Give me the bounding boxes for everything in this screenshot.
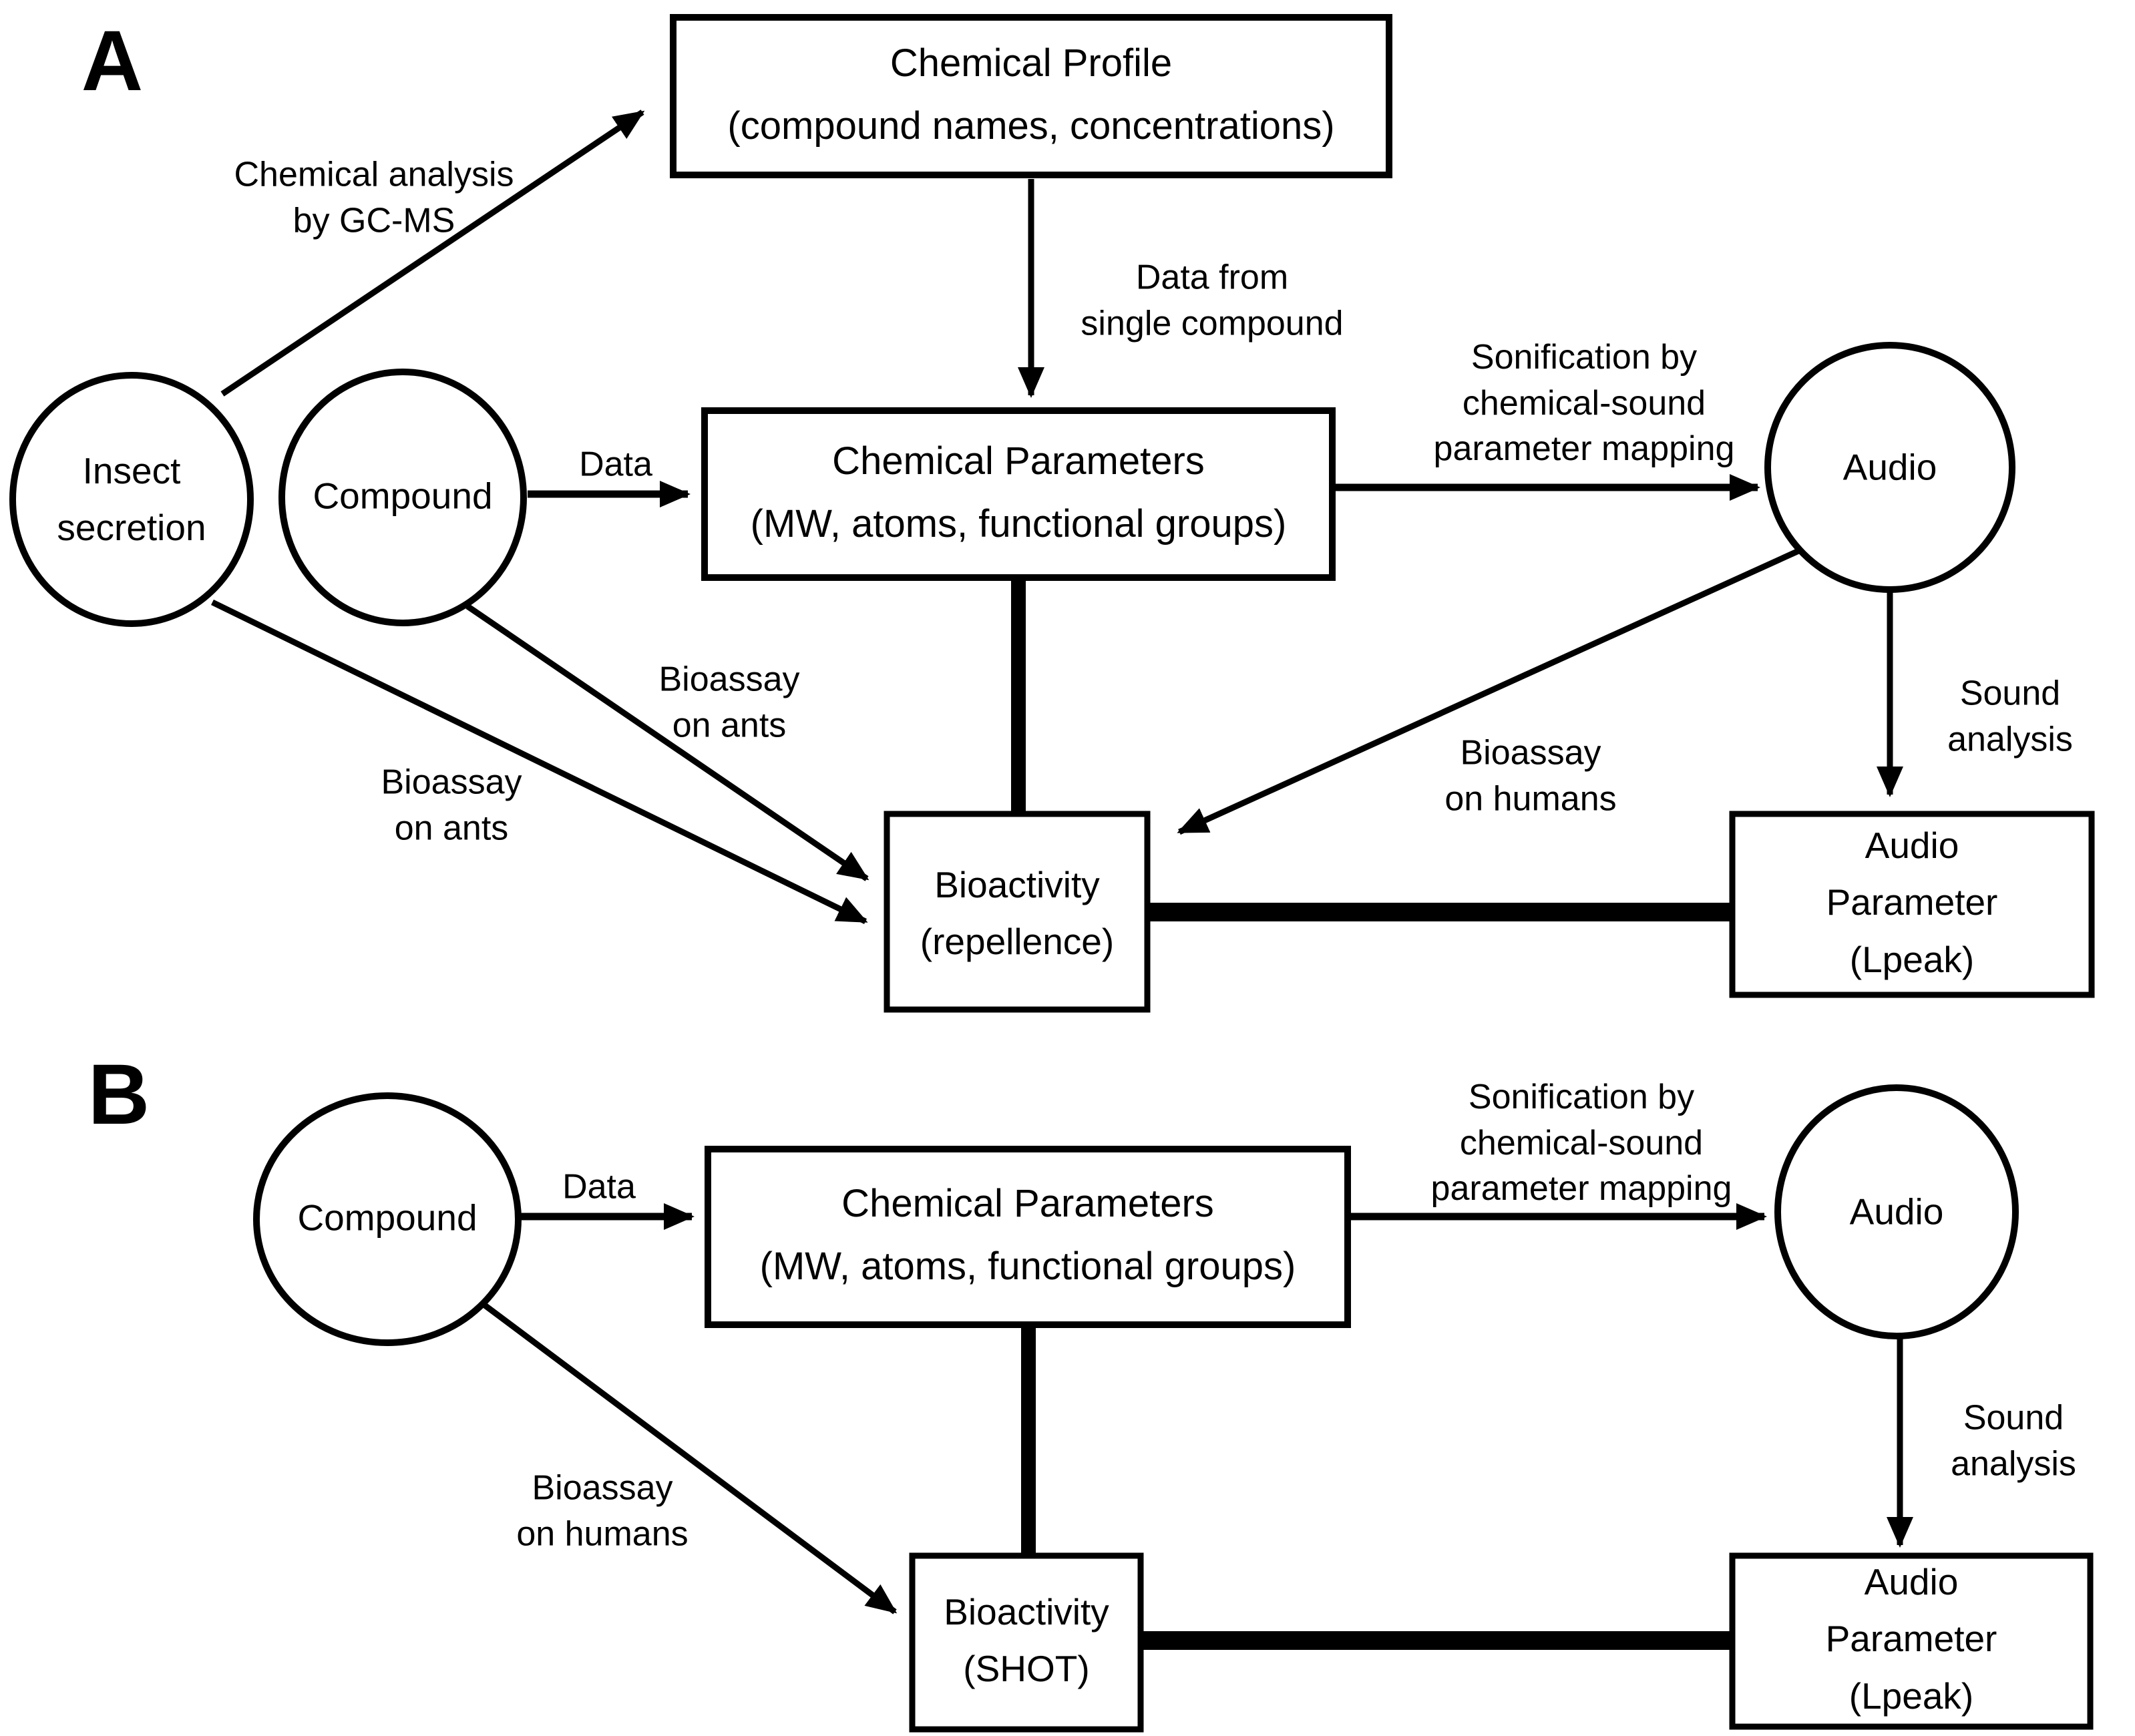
data-label-a: Data	[579, 445, 652, 484]
edge-compound-to-bioactivity-b	[480, 1301, 898, 1614]
panel-b-label: B	[87, 1047, 150, 1142]
edge-audio-to-bioactivity-a	[1177, 546, 1804, 835]
bioactivity-label-a: Bioactivity (repellence)	[920, 863, 1115, 962]
bioassay-on-humans-label-b: Bioassay on humans	[516, 1468, 689, 1553]
data-label-b: Data	[562, 1167, 636, 1207]
audio-parameter-box-b	[1729, 1552, 2094, 1730]
compound-ellipse-a	[278, 369, 527, 626]
edge-secretion-to-bioactivity-a	[211, 599, 868, 925]
bioassay-on-humans-label-a: Bioassay on humans	[1444, 733, 1617, 818]
sonification-label-a: Sonification by chemical-sound parameter…	[1433, 338, 1735, 469]
chemical-parameters-label-a: Chemical Parameters (MW, atoms, function…	[750, 439, 1287, 546]
audio-parameter-label-a: Audio Parameter (Lpeak)	[1826, 825, 1998, 980]
bioactivity-box-b	[909, 1552, 1144, 1733]
bioactivity-box-a	[884, 811, 1151, 1013]
edge-secretion-to-profile-a	[220, 110, 645, 397]
insect-secretion-label-a: Insect secretion	[57, 449, 206, 548]
bioactivity-label-b: Bioactivity (SHOT)	[944, 1590, 1109, 1689]
chemical-profile-label-a: Chemical Profile (compound names, concen…	[727, 41, 1335, 148]
edge-compound-to-bioactivity-a	[465, 604, 869, 881]
sonification-label-b: Sonification by chemical-sound parameter…	[1430, 1078, 1732, 1209]
chemical-parameters-box-b	[705, 1146, 1351, 1328]
chemical-parameters-box-a	[701, 407, 1336, 581]
bioassay-on-ants-label-secretion-a: Bioassay on ants	[381, 763, 522, 847]
insect-secretion-ellipse-a	[9, 372, 254, 627]
audio-label-b: Audio	[1849, 1190, 1944, 1233]
audio-parameter-box-a	[1729, 811, 2095, 998]
sound-analysis-label-b: Sound analysis	[1951, 1398, 2076, 1483]
compound-label-a: Compound	[313, 475, 493, 517]
sound-analysis-label-a: Sound analysis	[1947, 674, 2073, 758]
chemical-profile-box-a	[670, 14, 1392, 178]
compound-label-b: Compound	[297, 1197, 477, 1239]
panel-a-label: A	[81, 13, 144, 109]
audio-parameter-label-b: Audio Parameter (Lpeak)	[1825, 1561, 1997, 1717]
audio-label-a: Audio	[1842, 446, 1937, 488]
audio-ellipse-a	[1764, 342, 2015, 593]
data-from-single-compound-label-a: Data from single compound	[1081, 258, 1344, 343]
bioassay-on-ants-label-compound-a: Bioassay on ants	[658, 660, 800, 744]
audio-ellipse-b	[1774, 1084, 2019, 1339]
compound-ellipse-b	[253, 1092, 522, 1346]
chemical-parameters-label-b: Chemical Parameters (MW, atoms, function…	[759, 1182, 1296, 1288]
chemical-analysis-label-a: Chemical analysis by GC-MS	[234, 155, 514, 240]
